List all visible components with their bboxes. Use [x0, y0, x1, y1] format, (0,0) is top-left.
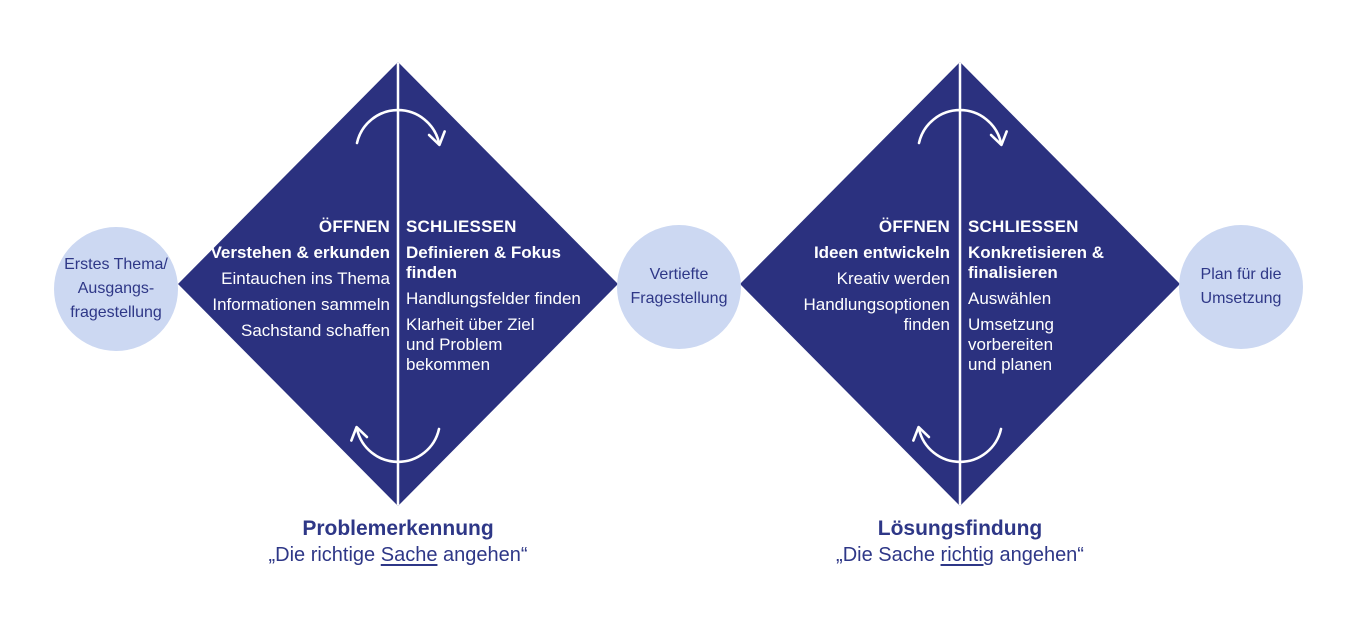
quote-text: angehen“ — [437, 544, 528, 566]
phase-heading: ÖFFNEN — [318, 217, 390, 236]
diamond-problem-recognition — [178, 62, 618, 506]
circle-deepened-question: Vertiefte Fragestellung — [617, 225, 741, 349]
column-item: Klarheit über Ziel und Problem bekommen — [406, 315, 535, 374]
quote-underlined-word: richtig — [940, 544, 994, 566]
caption-title: Problemerkennung — [302, 517, 494, 540]
column-item: Handlungsoptionen finden — [803, 295, 950, 334]
close-column-solution: SCHLIESSEN Konkretisieren & finalisieren… — [968, 217, 1178, 381]
column-title: Definieren & Fokus finden — [406, 243, 561, 282]
caption-problem-recognition: Problemerkennung „Die richtige Sache ang… — [138, 516, 658, 569]
column-title: Verstehen & erkunden — [210, 243, 390, 262]
column-title: Konkretisieren & finalisieren — [968, 243, 1105, 282]
caption-quote: „Die richtige Sache angehen“ — [138, 542, 658, 569]
circular-arrow-top-icon — [355, 108, 446, 147]
column-title: Ideen entwickeln — [813, 243, 950, 262]
quote-text: angehen“ — [993, 544, 1084, 566]
caption-title: Lösungsfindung — [877, 517, 1043, 540]
caption-quote: „Die Sache richtig angehen“ — [700, 542, 1220, 569]
open-column-problem: ÖFFNEN Verstehen & erkunden Eintauchen i… — [130, 217, 390, 347]
column-item: Umsetzung vorbereiten und planen — [968, 315, 1054, 374]
open-column-solution: ÖFFNEN Ideen entwickeln Kreativ werden H… — [690, 217, 950, 341]
phase-heading: SCHLIESSEN — [406, 217, 517, 236]
quote-underlined-word: Sache — [380, 544, 438, 566]
caption-solution-finding: Lösungsfindung „Die Sache richtig angehe… — [700, 516, 1220, 569]
circular-arrow-top-icon — [917, 108, 1008, 147]
column-item: Sachstand schaffen — [240, 321, 390, 340]
column-item: Handlungsfelder finden — [406, 289, 581, 308]
close-column-problem: SCHLIESSEN Definieren & Fokus finden Han… — [406, 217, 616, 381]
column-item: Informationen sammeln — [212, 295, 390, 314]
circle-implementation-plan: Plan für die Umsetzung — [1179, 225, 1303, 349]
phase-heading: SCHLIESSEN — [968, 217, 1079, 236]
column-item: Eintauchen ins Thema — [221, 269, 390, 288]
column-item: Kreativ werden — [836, 269, 950, 288]
quote-text: „Die Sache — [836, 544, 941, 566]
circular-arrow-bottom-icon — [912, 425, 1003, 464]
circular-arrow-bottom-icon — [350, 425, 441, 464]
diamond-solution-finding — [740, 62, 1180, 506]
column-item: Auswählen — [968, 289, 1052, 308]
quote-text: „Die richtige — [268, 544, 381, 566]
phase-heading: ÖFFNEN — [878, 217, 950, 236]
circle-start-topic: Erstes Thema/ Ausgangs- fragestellung — [54, 227, 178, 351]
